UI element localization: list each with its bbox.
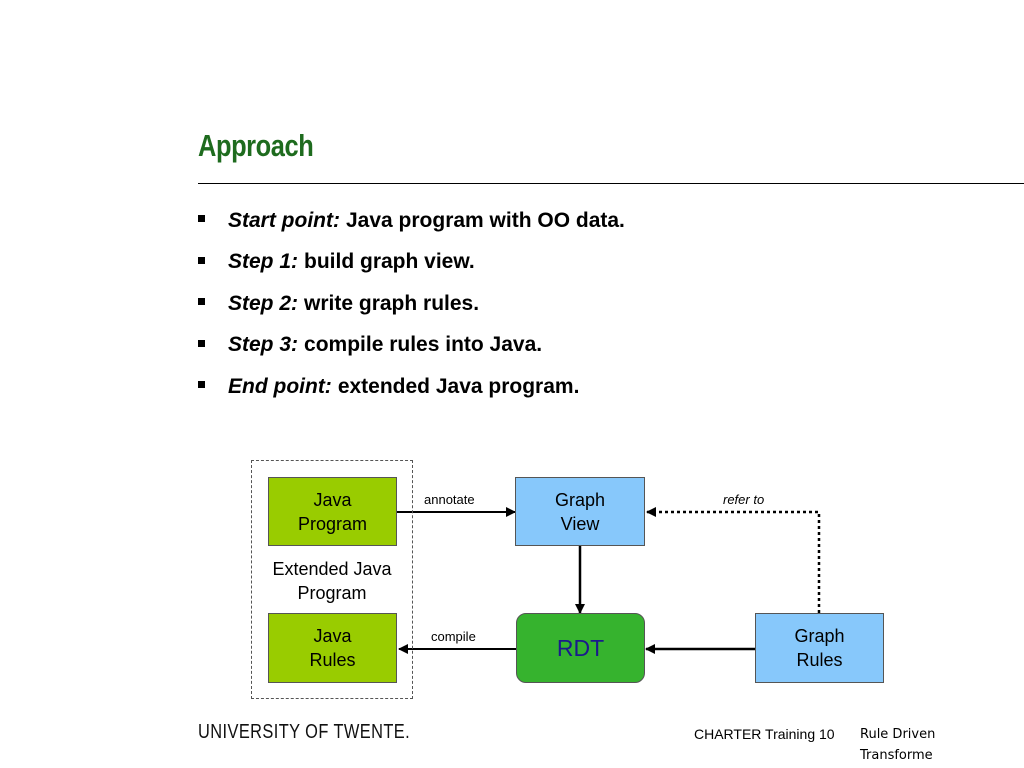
bullet-item: Step 3:compile rules into Java.: [198, 325, 625, 367]
bullet-lead: Step 3:: [228, 333, 299, 357]
extended-java-program-group: [251, 460, 413, 699]
square-bullet-icon: [198, 215, 205, 223]
bullet-text: write graph rules.: [304, 291, 480, 315]
bullet-text: extended Java program.: [337, 374, 580, 398]
bullet-item: Start point:Java program with OO data.: [198, 200, 625, 242]
footer-event: CHARTER Training 10: [694, 726, 835, 742]
university-logo: UNIVERSITY OF TWENTE.: [198, 721, 411, 743]
graph-view-box: Graph View: [515, 477, 645, 546]
bullet-item: Step 2:write graph rules.: [198, 283, 625, 325]
title-divider: [198, 183, 1024, 184]
bullet-lead: End point:: [228, 374, 332, 398]
footer-topic: Rule Driven Transforme: [860, 727, 936, 763]
bullet-item: End point:extended Java program.: [198, 366, 625, 408]
square-bullet-icon: [198, 339, 205, 347]
bullet-lead: Step 1:: [228, 250, 299, 274]
graph-rules-box: Graph Rules: [755, 613, 884, 683]
bullet-text: Java program with OO data.: [345, 208, 625, 232]
bullet-lead: Start point:: [228, 208, 340, 232]
bullet-text: compile rules into Java.: [304, 333, 543, 357]
refer-to-label: refer to: [723, 492, 765, 507]
bullet-item: Step 1:build graph view.: [198, 242, 625, 284]
bullet-lead: Step 2:: [228, 291, 299, 315]
group-label: Extended Java Program: [272, 559, 392, 603]
square-bullet-icon: [198, 256, 205, 264]
bullet-text: build graph view.: [304, 250, 475, 274]
compile-label: compile: [431, 629, 476, 644]
refer-to-arrow: [646, 507, 821, 613]
annotate-label: annotate: [424, 492, 475, 507]
bullet-list: Start point:Java program with OO data. S…: [198, 200, 625, 408]
square-bullet-icon: [198, 298, 205, 306]
java-program-box: Java Program: [268, 477, 397, 546]
square-bullet-icon: [198, 381, 205, 389]
java-rules-box: Java Rules: [268, 613, 397, 683]
rdt-box: RDT: [516, 613, 645, 683]
slide-title: Approach: [198, 128, 314, 163]
